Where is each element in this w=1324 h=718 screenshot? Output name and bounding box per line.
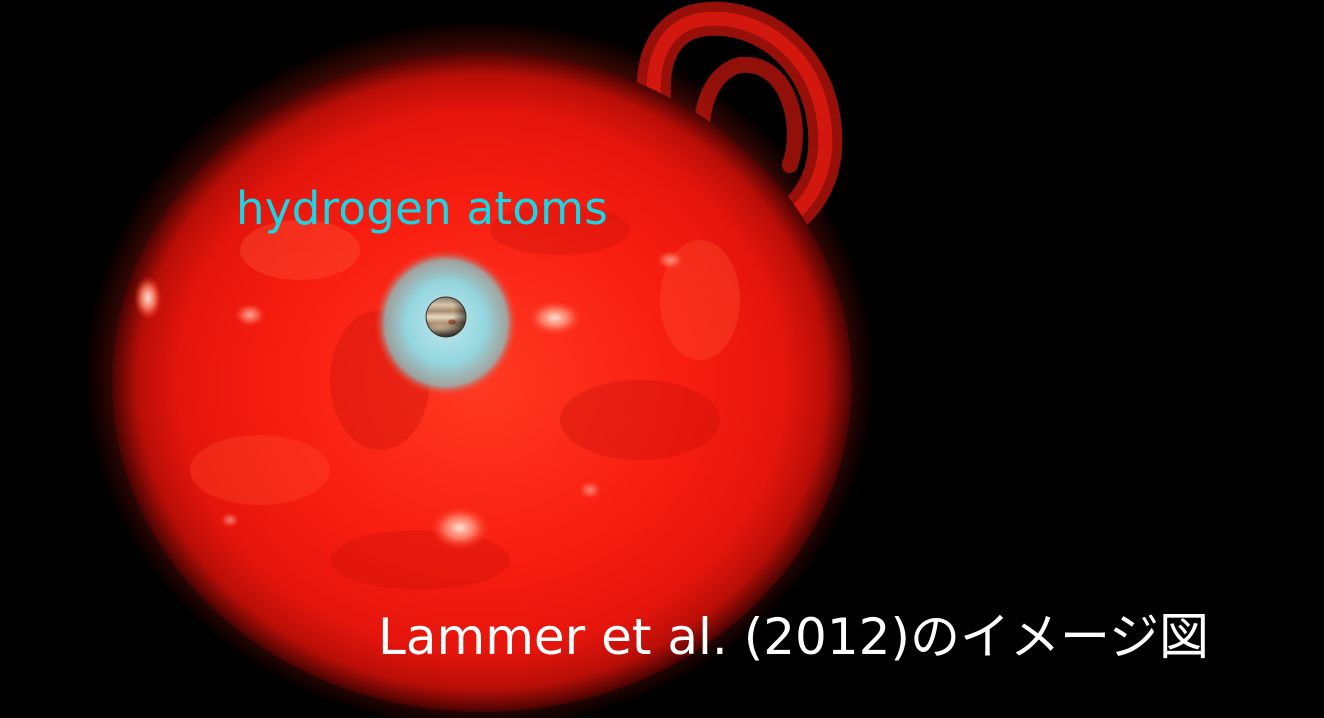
jupiter-planet-icon [425, 296, 467, 338]
image-caption: Lammer et al. (2012)のイメージ図 [378, 608, 1209, 666]
hydrogen-atoms-label: hydrogen atoms [236, 182, 609, 235]
active-regions [134, 250, 684, 550]
